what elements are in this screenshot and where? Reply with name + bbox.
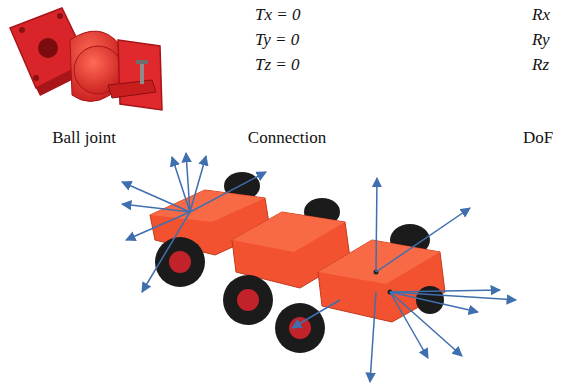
rotation-dof: Ry [532,30,550,50]
ball-joint-photo [10,8,162,110]
rotation-dof: Rz [532,55,549,75]
robot-photo [122,153,516,382]
caption: DoF [523,128,553,148]
translation-constraint: Tx = 0 [255,5,300,25]
caption: Ball joint [52,128,116,148]
translation-constraint: Ty = 0 [255,30,299,50]
rotation-dof: Rx [532,5,550,25]
caption: Connection [248,128,326,148]
translation-constraint: Tz = 0 [255,55,300,75]
